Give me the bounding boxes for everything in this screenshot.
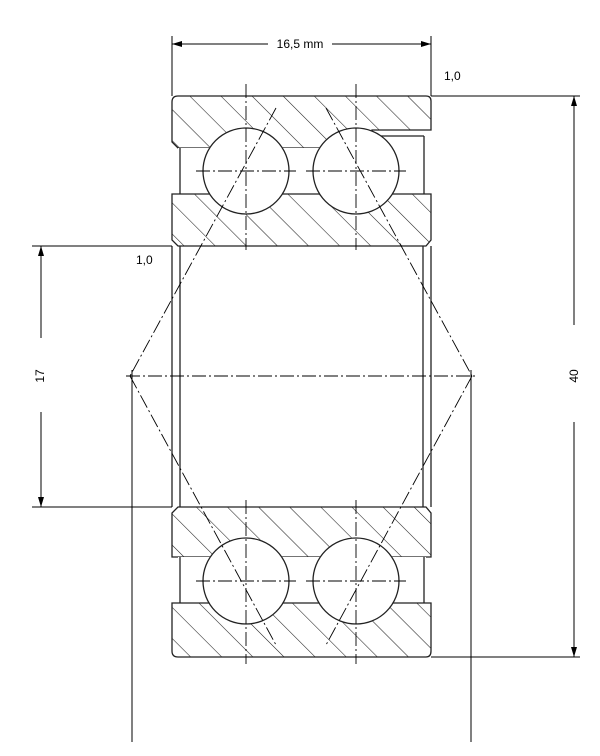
inner-ring-lower xyxy=(171,506,432,558)
outer-diameter-label: 40 xyxy=(567,369,581,383)
width-label: 16,5 mm xyxy=(277,37,324,51)
inner-ring-upper xyxy=(171,193,432,247)
contact-line-ll xyxy=(129,375,277,646)
od-arrow-top xyxy=(571,96,577,106)
width-arrow-right xyxy=(421,41,431,47)
bore-diameter-label: 17 xyxy=(33,369,47,383)
contact-line-ur xyxy=(325,107,473,377)
contact-line-ul xyxy=(129,107,277,377)
chamfer-bore-label: 1,0 xyxy=(136,253,153,267)
outer-ring-upper xyxy=(171,95,432,149)
chamfer-top-right-label: 1,0 xyxy=(444,69,461,83)
width-arrow-left xyxy=(172,41,182,47)
od-arrow-bottom xyxy=(571,647,577,657)
bore-arrow-top xyxy=(38,246,44,256)
outer-ring-lower xyxy=(171,602,432,658)
bore-arrow-bottom xyxy=(38,497,44,507)
contact-line-lr xyxy=(325,375,473,646)
